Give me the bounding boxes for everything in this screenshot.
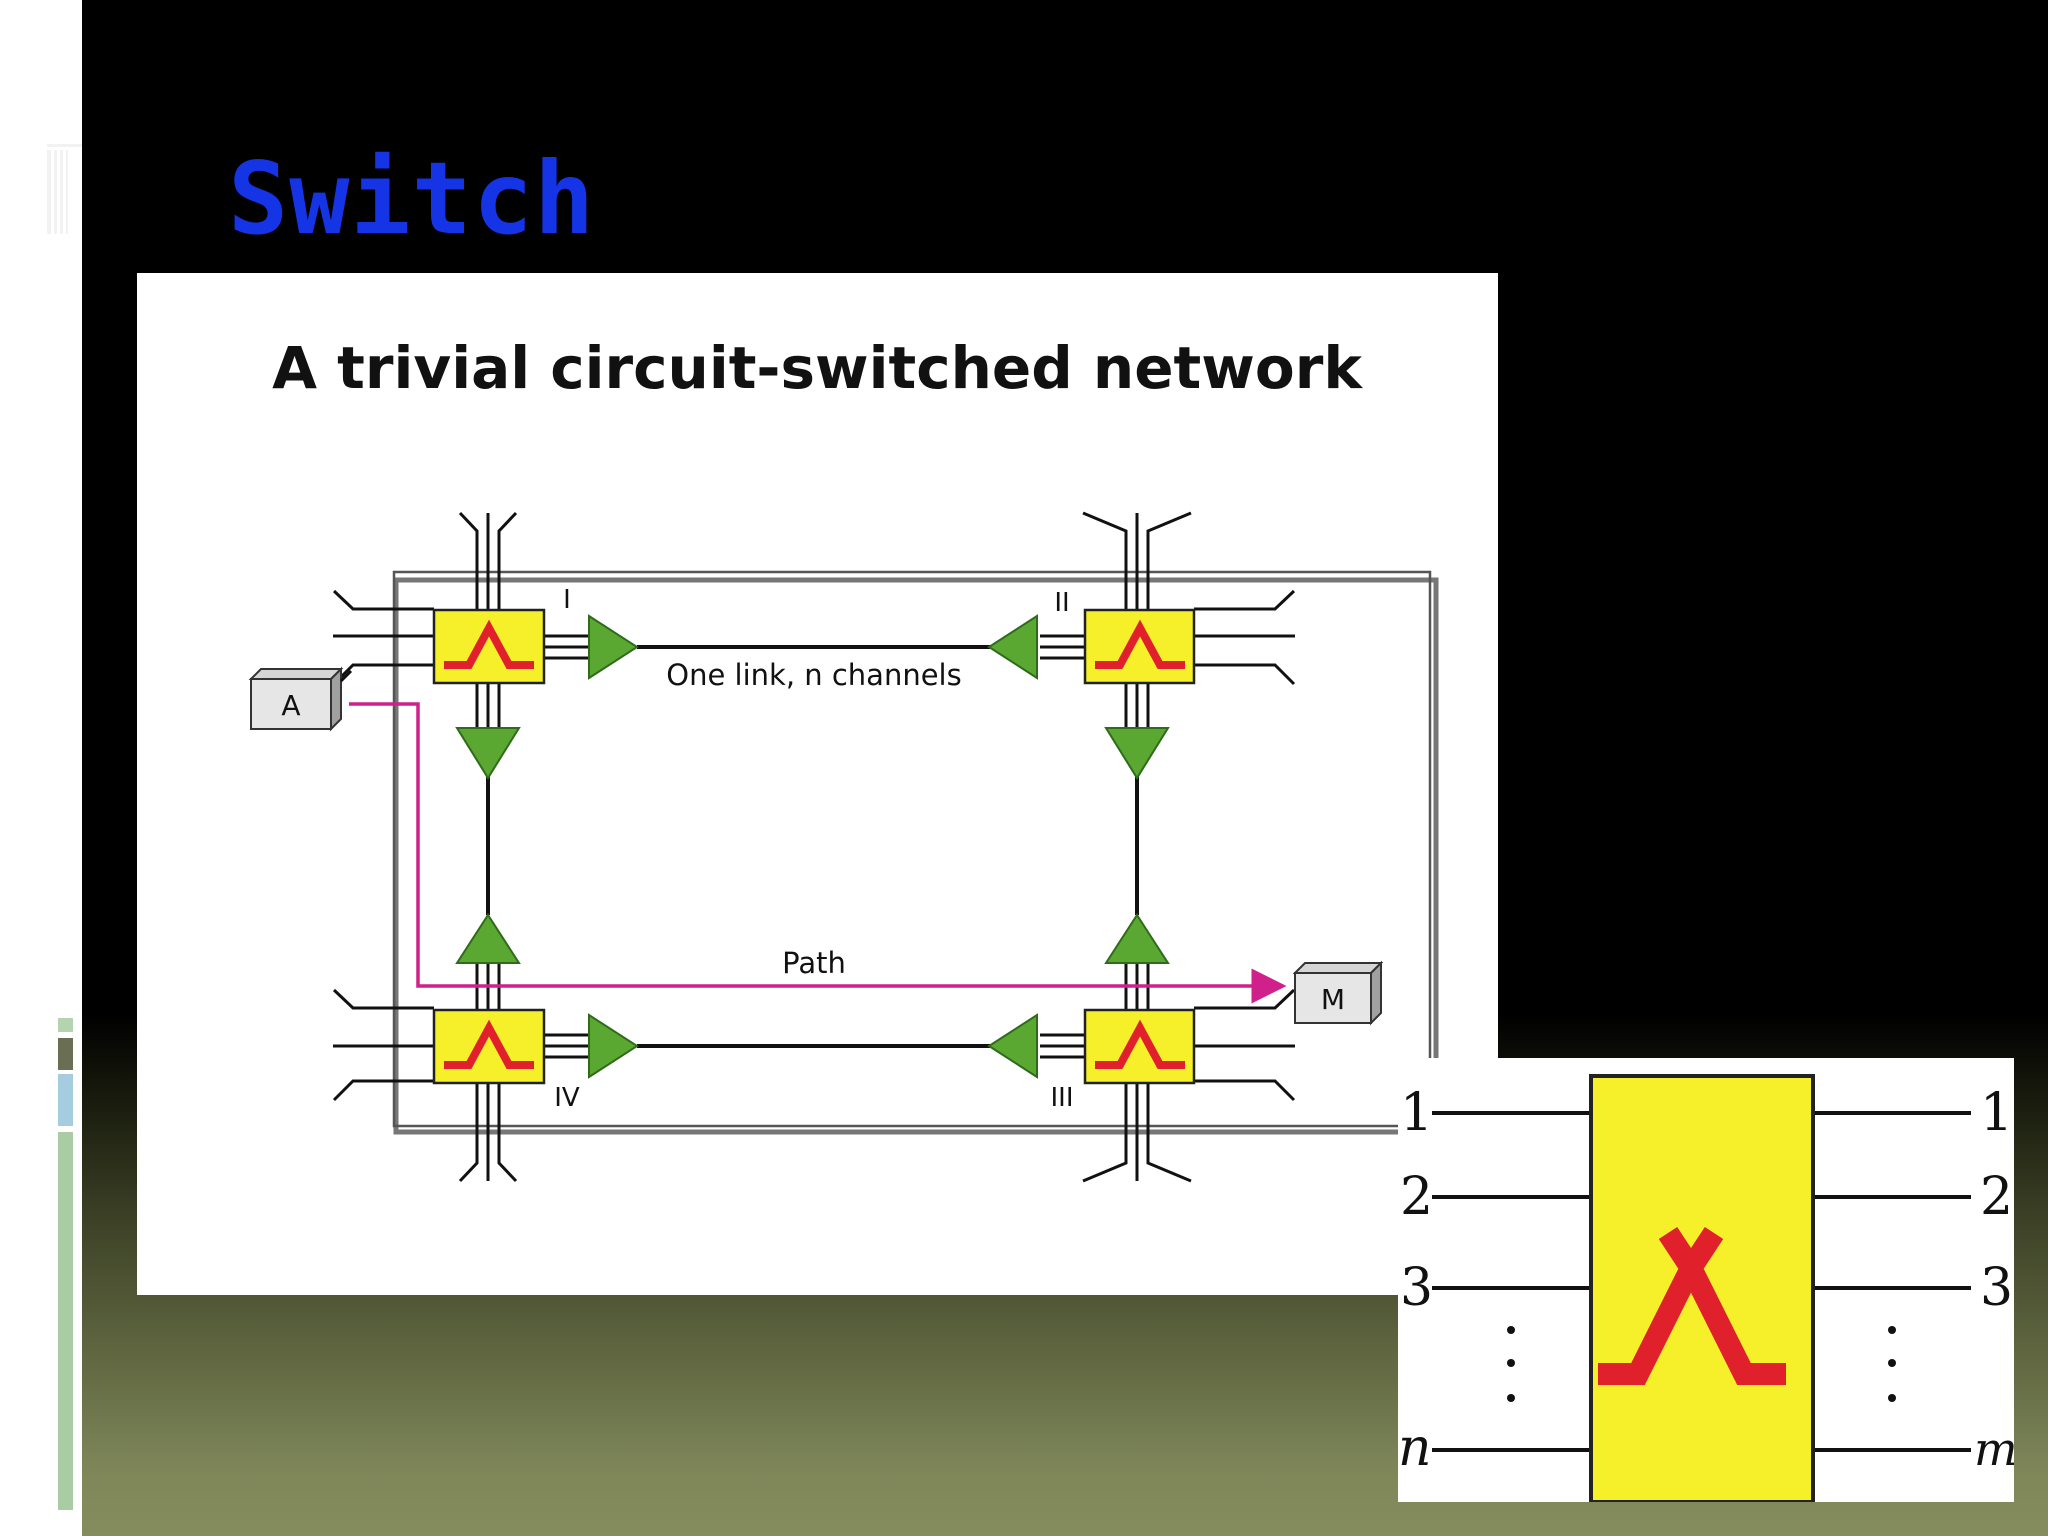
- external-lines: [332, 511, 1296, 1183]
- left-bar-green-small: [58, 1018, 73, 1032]
- station-M-label: M: [1321, 983, 1345, 1016]
- slide-title: Switch: [228, 140, 596, 257]
- arrow-up-right: [1104, 913, 1170, 964]
- left-bar-blue: [58, 1074, 73, 1126]
- station-A: A: [248, 666, 344, 732]
- switch-detail-svg: 1 2 3 n 1 2 3 m: [1398, 1074, 2014, 1502]
- switch-detail-inset: 1 2 3 n 1 2 3 m: [1398, 1058, 2014, 1502]
- inset-output-label-m: m: [1974, 1422, 2014, 1476]
- inset-ellipsis-right: [1888, 1326, 1896, 1402]
- switch-III: [1083, 1008, 1196, 1085]
- left-bar-dark-3: [60, 150, 63, 234]
- inset-input-label-3: 3: [1400, 1258, 1433, 1318]
- inset-output-label-3: 3: [1980, 1258, 2013, 1318]
- inset-input-label-1: 1: [1400, 1083, 1433, 1143]
- station-A-link: [339, 669, 353, 683]
- path-label: Path: [782, 946, 846, 980]
- arrow-right-bottom: [588, 1013, 639, 1079]
- station-M: M: [1292, 960, 1384, 1026]
- link-label: One link, n channels: [666, 658, 961, 692]
- left-bar-top-stripe: [47, 144, 82, 147]
- arrow-right-top: [588, 614, 639, 680]
- arrow-up-left: [455, 913, 521, 964]
- inset-input-lines: [1432, 1111, 1591, 1452]
- left-bar-green-tall: [58, 1132, 73, 1510]
- switch-label-IV: IV: [554, 1083, 580, 1113]
- inset-input-label-2: 2: [1400, 1167, 1433, 1227]
- path-line: [349, 702, 1287, 1004]
- network-boundary-shadow: [393, 577, 1439, 1135]
- diagram-title: A trivial circuit-switched network: [272, 334, 1363, 402]
- trunk-lines: [475, 634, 1150, 1059]
- arrow-down-right: [1104, 727, 1170, 780]
- arrow-left-top: [987, 614, 1038, 680]
- inset-output-lines: [1813, 1111, 1971, 1452]
- inset-output-label-1: 1: [1980, 1083, 2013, 1143]
- switch-label-II: II: [1054, 588, 1069, 618]
- network-diagram: A trivial circuit-switched network: [137, 273, 1498, 1295]
- switch-label-III: III: [1050, 1083, 1073, 1113]
- green-arrows: [455, 614, 1170, 1079]
- network-boundary: [392, 570, 1432, 1128]
- inset-input-label-n: n: [1398, 1418, 1432, 1478]
- inset-crossbar: [1598, 1226, 1786, 1385]
- switch-I: [432, 608, 546, 685]
- left-decoration-bars: [0, 0, 82, 1536]
- switch-label-I: I: [563, 585, 571, 615]
- network-diagram-svg: A trivial circuit-switched network: [248, 334, 1439, 1183]
- left-bar-olive: [58, 1038, 73, 1070]
- arrow-left-bottom: [987, 1013, 1038, 1079]
- arrow-down-left: [455, 727, 521, 780]
- switch-II: [1083, 608, 1196, 685]
- station-A-label: A: [281, 689, 300, 722]
- switch-IV: [432, 1008, 546, 1085]
- left-bar-dark-4: [66, 150, 68, 234]
- left-bar-dark-2: [54, 150, 57, 234]
- inset-output-label-2: 2: [1980, 1167, 2013, 1227]
- inset-ellipsis-left: [1507, 1326, 1515, 1402]
- left-bar-dark-1: [47, 150, 51, 234]
